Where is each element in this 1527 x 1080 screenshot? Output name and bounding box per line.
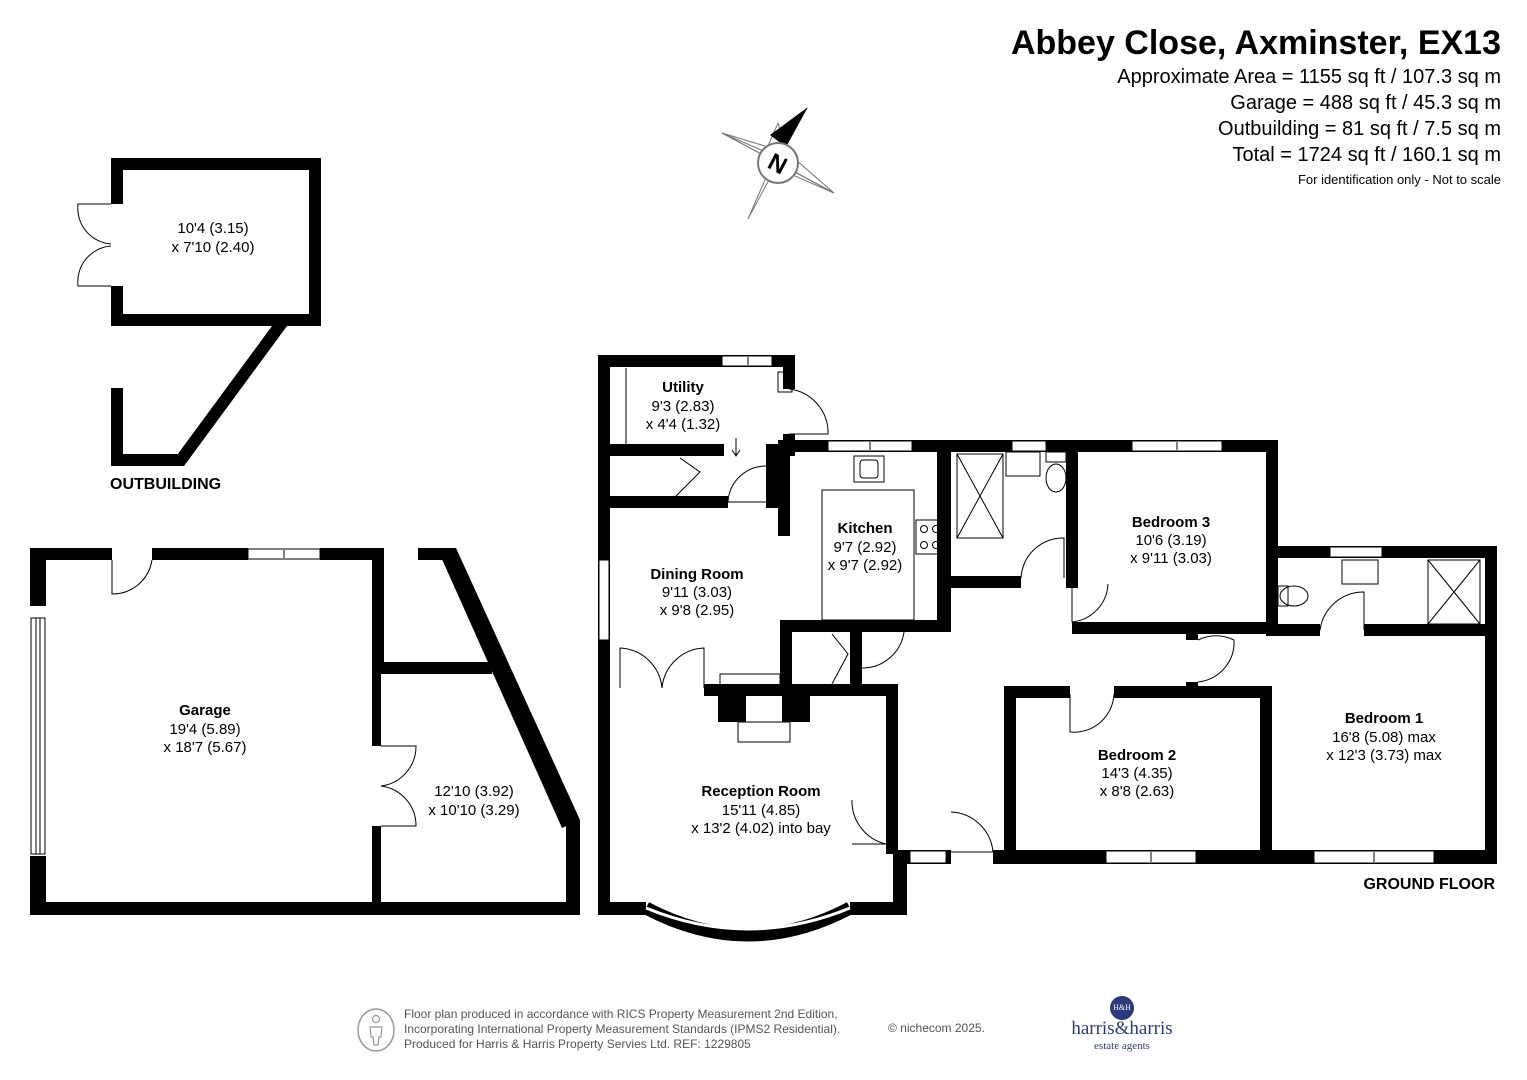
- ground-floor-label: GROUND FLOOR: [1363, 876, 1495, 893]
- copyright: © nichecom 2025.: [888, 1021, 985, 1035]
- brand-seal: H&H: [1110, 996, 1134, 1020]
- bay-window: [642, 902, 854, 942]
- footer-line-3: Produced for Harris & Harris Property Se…: [404, 1037, 751, 1051]
- area-garage: Garage = 488 sq ft / 45.3 sq m: [1230, 92, 1501, 114]
- reception-name: Reception Room: [701, 783, 820, 800]
- area-outbuilding: Outbuilding = 81 sq ft / 7.5 sq m: [1218, 118, 1501, 140]
- north-compass-icon: N: [721, 107, 835, 220]
- outbuilding-floor-label: OUTBUILDING: [110, 476, 221, 493]
- bedroom1-dim2: x 12'3 (3.73) max: [1326, 747, 1442, 764]
- area-approx: Approximate Area = 1155 sq ft / 107.3 sq…: [1117, 66, 1501, 88]
- header: Abbey Close, Axminster, EX13 Approximate…: [1011, 22, 1501, 190]
- garage-dim1: 19'4 (5.89): [169, 721, 240, 738]
- property-address: Abbey Close, Axminster, EX13: [1010, 24, 1501, 62]
- brand-logo: H&H harris&harris estate agents: [1060, 996, 1184, 1052]
- outbuilding-dim2: x 7'10 (2.40): [172, 239, 255, 256]
- bedroom3-name: Bedroom 3: [1132, 514, 1210, 531]
- room-labels: 10'4 (3.15) x 7'10 (2.40) Garage 19'4 (5…: [164, 220, 1443, 837]
- dining-dim1: 9'11 (3.03): [662, 584, 732, 601]
- area-total: Total = 1724 sq ft / 160.1 sq m: [1232, 144, 1502, 166]
- kitchen-dim2: x 9'7 (2.92): [828, 557, 903, 574]
- fixtures: [625, 368, 1481, 743]
- garage-dim2: x 18'7 (5.67): [164, 739, 247, 756]
- windows: [30, 355, 1435, 864]
- brand-tagline: estate agents: [1094, 1040, 1150, 1052]
- store-dim1: 12'10 (3.92): [434, 783, 514, 800]
- footer-line-1: Floor plan produced in accordance with R…: [404, 1007, 838, 1021]
- store-dim2: x 10'10 (3.29): [428, 802, 519, 819]
- bedroom2-dim1: 14'3 (4.35): [1101, 765, 1172, 782]
- bedroom1-dim1: 16'8 (5.08) max: [1332, 729, 1436, 746]
- kitchen-dim1: 9'7 (2.92): [834, 539, 897, 556]
- utility-name: Utility: [662, 379, 704, 396]
- doors: [77, 203, 1365, 853]
- outbuilding-dim1: 10'4 (3.15): [177, 220, 248, 237]
- bedroom3-dim2: x 9'11 (3.03): [1130, 550, 1212, 567]
- person-icon: [357, 1008, 395, 1052]
- bedroom2-dim2: x 8'8 (2.63): [1100, 783, 1175, 800]
- dining-name: Dining Room: [650, 566, 743, 583]
- bedroom2-name: Bedroom 2: [1098, 747, 1176, 764]
- reception-dim1: 15'11 (4.85): [722, 802, 800, 819]
- utility-dim2: x 4'4 (1.32): [646, 416, 721, 433]
- utility-dim1: 9'3 (2.83): [652, 398, 715, 415]
- kitchen-name: Kitchen: [837, 520, 892, 537]
- bedroom1-name: Bedroom 1: [1345, 710, 1423, 727]
- reception-dim2: x 13'2 (4.02) into bay: [691, 820, 831, 837]
- brand-name: harris&harris: [1071, 1018, 1173, 1039]
- footer-line-2: Incorporating International Property Mea…: [404, 1022, 841, 1036]
- footer-notice: Floor plan produced in accordance with R…: [404, 1007, 840, 1052]
- scale-note: For identification only - Not to scale: [1297, 172, 1501, 187]
- dining-dim2: x 9'8 (2.95): [660, 602, 735, 619]
- garage-name: Garage: [179, 702, 231, 719]
- bedroom3-dim1: 10'6 (3.19): [1135, 532, 1206, 549]
